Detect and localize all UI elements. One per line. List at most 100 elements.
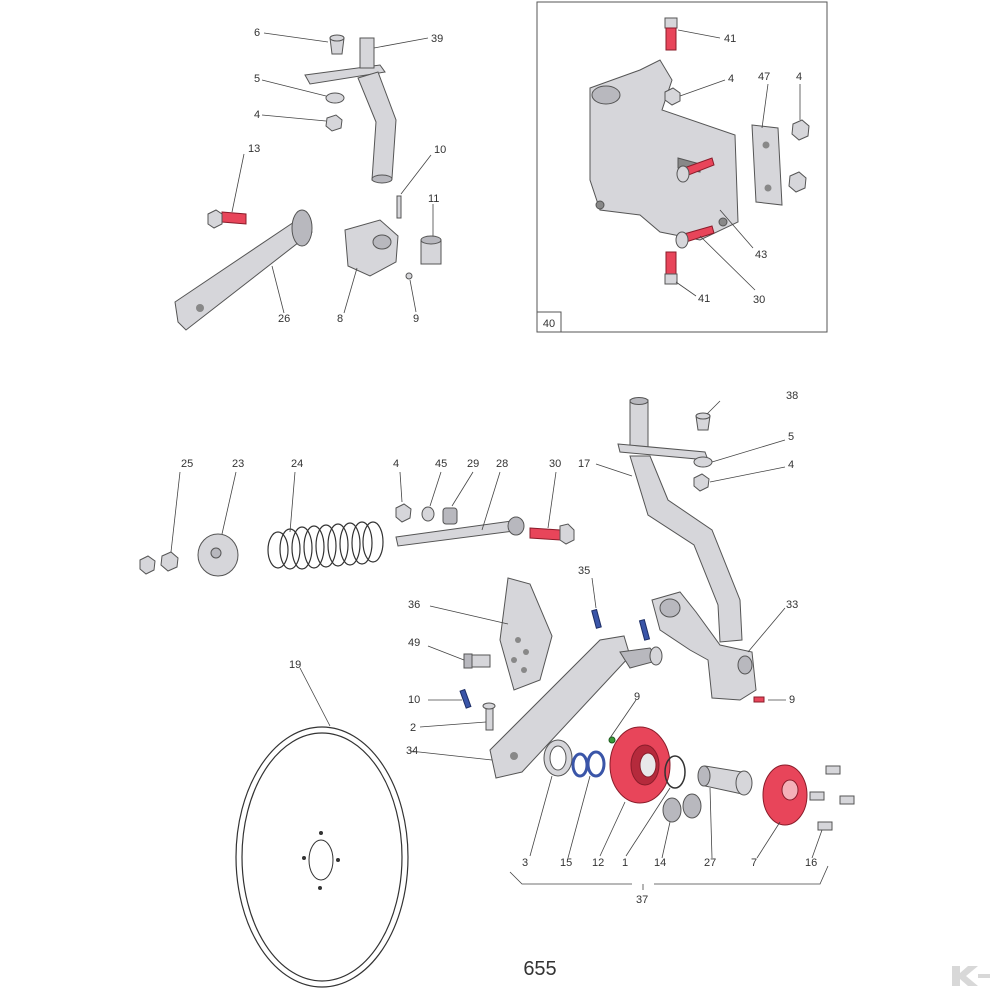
pin-10-top: [396, 195, 402, 219]
inset-frame: [536, 1, 828, 333]
bolt-30-inset-b: [675, 225, 715, 249]
disc-19: [235, 726, 409, 988]
bolt-41-bottom: [664, 251, 678, 285]
hub-12: [609, 726, 671, 804]
seal-15-a: [571, 752, 589, 778]
callout-4-inset-b: 4: [796, 71, 802, 83]
nut-4-rod: [395, 503, 412, 523]
callout-16: 16: [805, 857, 817, 869]
bush-11: [420, 235, 442, 265]
callout-26: 26: [278, 313, 290, 325]
callout-9-top: 9: [413, 313, 419, 325]
washer-45: [421, 506, 435, 522]
callout-24: 24: [291, 458, 303, 470]
callout-5-top: 5: [254, 73, 260, 85]
nut-4-inset-b: [788, 171, 807, 193]
callout-11: 11: [428, 193, 439, 205]
callout-25: 25: [181, 458, 193, 470]
callout-35: 35: [578, 565, 590, 577]
arm-17: [617, 397, 743, 643]
nut-4-top: [325, 114, 343, 132]
callout-1: 1: [622, 857, 628, 869]
callout-17: 17: [578, 458, 590, 470]
callout-27: 27: [704, 857, 716, 869]
washer-5-top: [325, 92, 345, 104]
bracket-33: [651, 591, 757, 701]
pin-10-bottom: [459, 688, 472, 709]
pin-2: [482, 702, 496, 731]
inset-label: 40: [543, 318, 555, 330]
pin-35: [591, 608, 602, 629]
callout-29: 29: [467, 458, 479, 470]
callout-37: 37: [636, 894, 648, 906]
callout-34: 34: [406, 745, 418, 757]
nut-25-a: [139, 555, 156, 575]
plate-47: [751, 124, 783, 206]
washer-23: [197, 533, 239, 577]
cap-7: [762, 764, 808, 826]
callout-30-inset: 30: [753, 294, 765, 306]
inset-label-box: [536, 311, 562, 333]
callout-38: 38: [786, 390, 798, 402]
callout-45: 45: [435, 458, 447, 470]
callout-23: 23: [232, 458, 244, 470]
arm-26: [174, 209, 313, 331]
callout-4-arm: 4: [788, 459, 794, 471]
callout-30-rod: 30: [549, 458, 561, 470]
callout-49: 49: [408, 637, 420, 649]
spring-24: [267, 521, 384, 570]
page-number: 655: [523, 958, 557, 980]
bush-3: [543, 739, 573, 777]
callout-6: 6: [254, 27, 260, 39]
callout-4-rod: 4: [393, 458, 399, 470]
seal-15-b: [586, 750, 606, 778]
nut-4-inset-a: [791, 119, 810, 141]
nipple-9-right: [753, 696, 765, 703]
callout-3: 3: [522, 857, 528, 869]
callout-14: 14: [654, 857, 666, 869]
callout-10-top: 10: [434, 144, 446, 156]
pin-35-b: [638, 618, 651, 641]
callout-28: 28: [496, 458, 508, 470]
bolt-49: [463, 653, 491, 669]
bolt-38-head: [695, 412, 711, 420]
callout-4-inset-a: 4: [728, 73, 734, 85]
callout-10-bottom: 10: [408, 694, 420, 706]
nut-25-b: [160, 551, 179, 572]
callout-47: 47: [758, 71, 770, 83]
nut-4-arm: [693, 473, 710, 492]
callout-4-top: 4: [254, 109, 260, 121]
nipple-9-hub: [608, 736, 616, 744]
spindle-27: [697, 765, 753, 796]
washer-5-bottom: [693, 456, 713, 468]
callout-15: 15: [560, 857, 572, 869]
nut-4-inset-c: [664, 87, 681, 106]
brand-logo-icon: [948, 962, 992, 990]
bracket-43: [589, 59, 739, 241]
callout-8: 8: [337, 313, 343, 325]
bolt-41-top: [664, 17, 678, 51]
callout-9-hub: 9: [634, 691, 640, 703]
bolt-30-inset-a: [676, 157, 715, 183]
callout-19: 19: [289, 659, 301, 671]
callout-13: 13: [248, 143, 260, 155]
nipple-9-top: [405, 272, 413, 280]
callout-2: 2: [410, 722, 416, 734]
bearing-14: [662, 793, 702, 823]
callout-41-top: 41: [724, 33, 736, 45]
callout-43: 43: [755, 249, 767, 261]
bolt-13: [207, 209, 247, 229]
callout-36: 36: [408, 599, 420, 611]
plate-36: [499, 577, 553, 691]
bolt-6: [329, 34, 345, 55]
bolt-30-rod: [529, 523, 575, 545]
callout-39: 39: [431, 33, 443, 45]
callout-33: 33: [786, 599, 798, 611]
callout-7: 7: [751, 857, 757, 869]
callout-9-right: 9: [789, 694, 795, 706]
arm-34: [489, 635, 663, 779]
o-ring-1: [664, 755, 686, 789]
arm-39: [304, 37, 397, 184]
